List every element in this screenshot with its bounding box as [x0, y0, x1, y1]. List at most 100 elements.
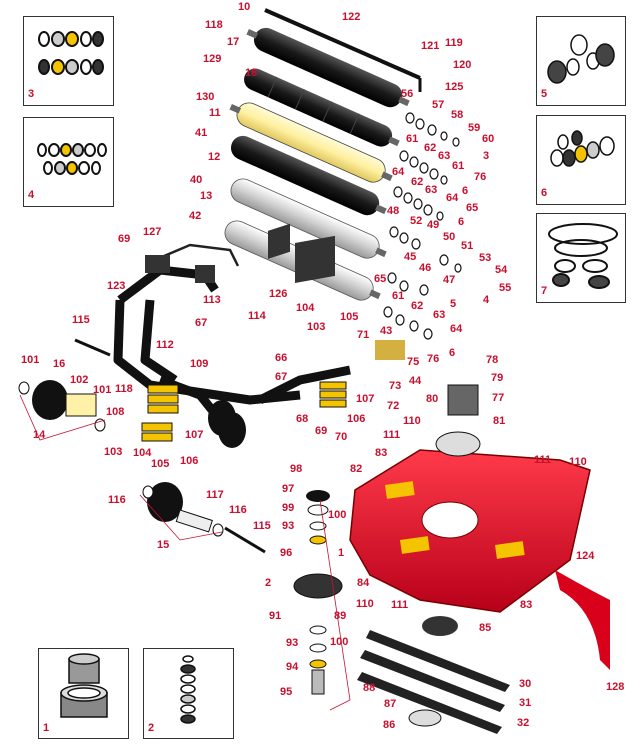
part-number-label: 6: [458, 216, 465, 228]
part-number-label: 76: [427, 353, 440, 365]
part-number-label: 51: [461, 240, 474, 252]
part-number-label: 62: [411, 300, 424, 312]
part-number-label: 123: [107, 280, 126, 292]
inset-label: 5: [541, 88, 548, 100]
part-number-label: 79: [491, 372, 504, 384]
part-number-label: 127: [143, 226, 162, 238]
gearbox-icon: [435, 384, 481, 457]
part-number-label: 113: [203, 294, 221, 306]
part-number-label: 110: [569, 456, 587, 468]
part-number-label: 63: [438, 150, 451, 162]
part-number-label: 64: [450, 323, 463, 335]
part-number-label: 108: [106, 406, 125, 418]
part-number-label: 62: [424, 142, 437, 154]
part-number-label: 54: [495, 264, 508, 276]
part-number-label: 17: [227, 36, 240, 48]
part-number-label: 68: [296, 413, 309, 425]
part-number-label: 120: [453, 59, 472, 71]
part-number-label: 81: [493, 415, 506, 427]
part-number-label: 104: [296, 302, 315, 314]
part-number-label: 15: [157, 539, 170, 551]
inset-5: 5: [536, 16, 626, 106]
part-number-label: 96: [280, 547, 293, 559]
part-number-label: 110: [403, 415, 421, 427]
part-number-label: 53: [479, 252, 492, 264]
part-number-label: 45: [404, 251, 417, 263]
part-number-label: 118: [115, 383, 133, 395]
part-number-label: 50: [443, 231, 456, 243]
part-number-label: 94: [286, 661, 299, 673]
part-number-label: 110: [356, 598, 374, 610]
part-number-label: 66: [275, 352, 288, 364]
part-number-label: 65: [374, 273, 387, 285]
part-number-label: 42: [189, 210, 202, 222]
inset-label: 3: [28, 88, 35, 100]
part-number-label: 116: [108, 494, 126, 506]
part-number-label: 119: [445, 37, 463, 49]
part-number-label: 99: [282, 502, 295, 514]
part-number-label: 124: [576, 550, 595, 562]
part-number-label: 63: [433, 309, 446, 321]
rod-icon: [264, 8, 422, 92]
part-number-label: 64: [392, 166, 405, 178]
part-number-label: 32: [517, 717, 530, 729]
part-number-label: 76: [474, 171, 487, 183]
part-number-label: 106: [347, 413, 366, 425]
part-number-label: 6: [449, 347, 456, 359]
part-number-label: 5: [450, 298, 457, 310]
part-number-label: 40: [190, 174, 203, 186]
part-number-label: 63: [425, 184, 438, 196]
part-number-label: 41: [195, 127, 208, 139]
part-number-label: 59: [468, 122, 481, 134]
part-number-label: 115: [72, 314, 90, 326]
inset-label: 7: [541, 285, 548, 297]
part-number-label: 46: [419, 262, 432, 274]
bearing-icon: [383, 112, 462, 340]
part-number-label: 130: [196, 91, 215, 103]
belt-icon: [548, 223, 618, 289]
part-number-label: 109: [190, 358, 209, 370]
part-number-label: 82: [350, 463, 363, 475]
part-number-label: 101: [93, 384, 112, 396]
bearing-icon: [60, 653, 108, 718]
part-number-label: 47: [443, 274, 456, 286]
part-number-label: 101: [21, 354, 40, 366]
bracket-icon: [145, 223, 405, 360]
part-number-label: 77: [492, 392, 505, 404]
part-number-label: 100: [328, 509, 347, 521]
part-number-label: 6: [462, 185, 469, 197]
part-number-label: 55: [499, 282, 512, 294]
roller-icon: [224, 27, 410, 301]
part-number-label: 104: [133, 447, 152, 459]
part-number-label: 93: [286, 637, 299, 649]
inset-label: 2: [148, 722, 155, 734]
part-number-label: 49: [427, 219, 440, 231]
part-number-label: 44: [409, 375, 422, 387]
part-number-label: 117: [206, 489, 224, 501]
part-number-label: 85: [479, 622, 492, 634]
part-number-label: 78: [486, 354, 499, 366]
part-number-label: 69: [118, 233, 131, 245]
part-number-label: 93: [282, 520, 295, 532]
part-number-label: 89: [334, 610, 347, 622]
part-number-label: 107: [185, 429, 204, 441]
part-number-label: 67: [195, 317, 208, 329]
part-number-label: 107: [356, 393, 375, 405]
part-number-label: 4: [483, 294, 490, 306]
part-number-label: 60: [482, 133, 495, 145]
arm-icon: [149, 243, 240, 267]
part-number-label: 58: [451, 109, 464, 121]
part-number-label: 95: [280, 686, 293, 698]
inset-4: 4: [23, 117, 114, 207]
part-number-label: 3: [483, 150, 490, 162]
part-number-label: 111: [383, 429, 401, 441]
part-number-label: 87: [384, 698, 397, 710]
part-number-label: 103: [307, 321, 326, 333]
part-number-label: 97: [282, 483, 295, 495]
part-number-label: 71: [357, 329, 370, 341]
part-number-label: 30: [519, 678, 532, 690]
part-number-label: 52: [410, 215, 423, 227]
part-number-label: 61: [406, 133, 419, 145]
